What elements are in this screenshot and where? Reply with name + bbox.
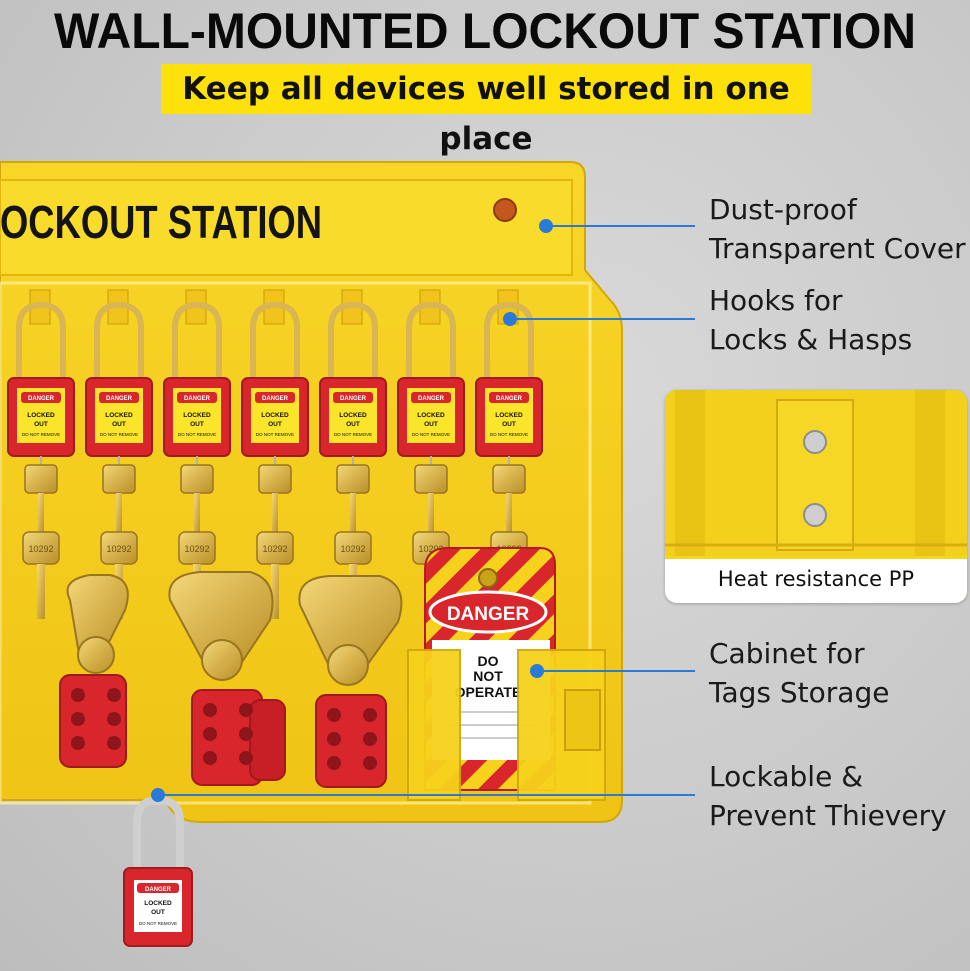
page-subtitle: Keep all devices well stored in one plac… [182,71,790,157]
hasp-hole [327,708,341,722]
lock-line-2: OUT [268,421,282,428]
hasp-hole [363,708,377,722]
material-detail-inset: Heat resistance PP [665,390,967,603]
lock-line-1: LOCKED [183,412,211,419]
key-number: 10292 [184,544,209,554]
lock-line-3: DO NOT REMOVE [256,432,294,437]
hasp-hole [363,756,377,770]
callout-lines [151,219,695,802]
tag-line-3: OPERATE [455,684,522,700]
callout-lockable-line1: Lockable & [709,760,864,793]
tag-line-2: NOT [473,668,503,684]
key-number: 10292 [340,544,365,554]
callout-lockable-line2: Prevent Thievery [709,799,947,832]
lock-line-3: DO NOT REMOVE [178,432,216,437]
lock-line-2: OUT [34,421,48,428]
lock-line-1: LOCKED [417,412,445,419]
bottom-lock-danger: DANGER [145,887,172,893]
key-number: 10292 [262,544,287,554]
bottom-lock-line3: DO NOT REMOVE [139,921,177,926]
lock-danger-text: DANGER [28,396,55,402]
callout-cover-line1: Dust-proof [709,193,857,226]
callout-cabinet-line2: Tags Storage [709,676,890,709]
lock-line-2: OUT [424,421,438,428]
lock-danger-text: DANGER [184,396,211,402]
lock-danger-text: DANGER [340,396,367,402]
lock-line-2: OUT [112,421,126,428]
hasp-hole [203,727,217,741]
hasp-hole [203,703,217,717]
lock-line-2: OUT [190,421,204,428]
callout-cover-line2: Transparent Cover [709,232,966,265]
lock-line-2: OUT [502,421,516,428]
lock-line-1: LOCKED [261,412,289,419]
hasp-hole [107,712,121,726]
lock-line-1: LOCKED [339,412,367,419]
hasp-holes [71,688,377,770]
hasp-hole [107,736,121,750]
hasp-hole [71,736,85,750]
lock-line-3: DO NOT REMOVE [22,432,60,437]
sign-text: OCKOUT STATION [0,196,322,248]
lock-danger-text: DANGER [262,396,289,402]
lock-line-2: OUT [346,421,360,428]
padlock: DANGER LOCKED OUT DO NOT REMOVE [475,301,543,457]
hasp-hole [327,732,341,746]
padlock-row: DANGER LOCKED OUT DO NOT REMOVE DANGER LOCKED… [7,301,543,457]
transparent-cover [0,281,592,805]
hasp-hole [327,756,341,770]
callout-lockable: Lockable & Prevent Thievery [709,757,947,835]
padlock: DANGER LOCKED OUT DO NOT REMOVE [85,301,153,457]
lock-line-1: LOCKED [27,412,55,419]
bottom-padlock: DANGER LOCKED OUT DO NOT REMOVE [123,795,193,947]
cover-screw [493,198,517,222]
lock-line-1: LOCKED [495,412,523,419]
hasp-hole [107,688,121,702]
subtitle-banner [161,64,811,114]
inset-label: Heat resistance PP [665,556,967,603]
lock-line-1: LOCKED [105,412,133,419]
padlock: DANGER LOCKED OUT DO NOT REMOVE [397,301,465,457]
screw-icon [803,503,827,527]
key-number: 10292 [28,544,53,554]
bottom-lock-line1: LOCKED [144,900,172,907]
callout-hooks-line2: Locks & Hasps [709,323,913,356]
lock-danger-text: DANGER [106,396,133,402]
callout-cabinet-line1: Cabinet for [709,637,865,670]
hasp-hole [363,732,377,746]
tag-danger-text: DANGER [447,604,530,625]
lock-line-3: DO NOT REMOVE [100,432,138,437]
padlock: DANGER LOCKED OUT DO NOT REMOVE [319,301,387,457]
lock-line-3: DO NOT REMOVE [412,432,450,437]
padlock: DANGER LOCKED OUT DO NOT REMOVE [163,301,231,457]
callout-cabinet: Cabinet for Tags Storage [709,634,889,712]
hasp-hole [239,751,253,765]
hasp-hole [71,688,85,702]
inset-illustration [665,390,967,560]
key: 10292 [256,456,294,619]
hasp-hole [239,703,253,717]
hasp-hole [239,727,253,741]
page-title: WALL-MOUNTED LOCKOUT STATION [53,3,917,60]
callout-hooks-line1: Hooks for [709,284,843,317]
lock-danger-text: DANGER [418,396,445,402]
lock-line-3: DO NOT REMOVE [334,432,372,437]
header-sign [0,179,573,276]
hasp-hole [203,751,217,765]
tag-cabinet [407,649,606,801]
lock-line-3: DO NOT REMOVE [490,432,528,437]
hasp-hole [71,712,85,726]
key-number: 10292 [418,544,443,554]
callout-cover: Dust-proof Transparent Cover [709,190,966,268]
screw-icon [803,430,827,454]
callout-hooks: Hooks for Locks & Hasps [709,281,912,359]
bottom-lock-line2: OUT [151,909,165,916]
lock-danger-text: DANGER [496,396,523,402]
key: 10292 [22,456,60,619]
padlock: DANGER LOCKED OUT DO NOT REMOVE [241,301,309,457]
key-number: 10292 [106,544,131,554]
tag-line-1: DO [478,653,499,669]
